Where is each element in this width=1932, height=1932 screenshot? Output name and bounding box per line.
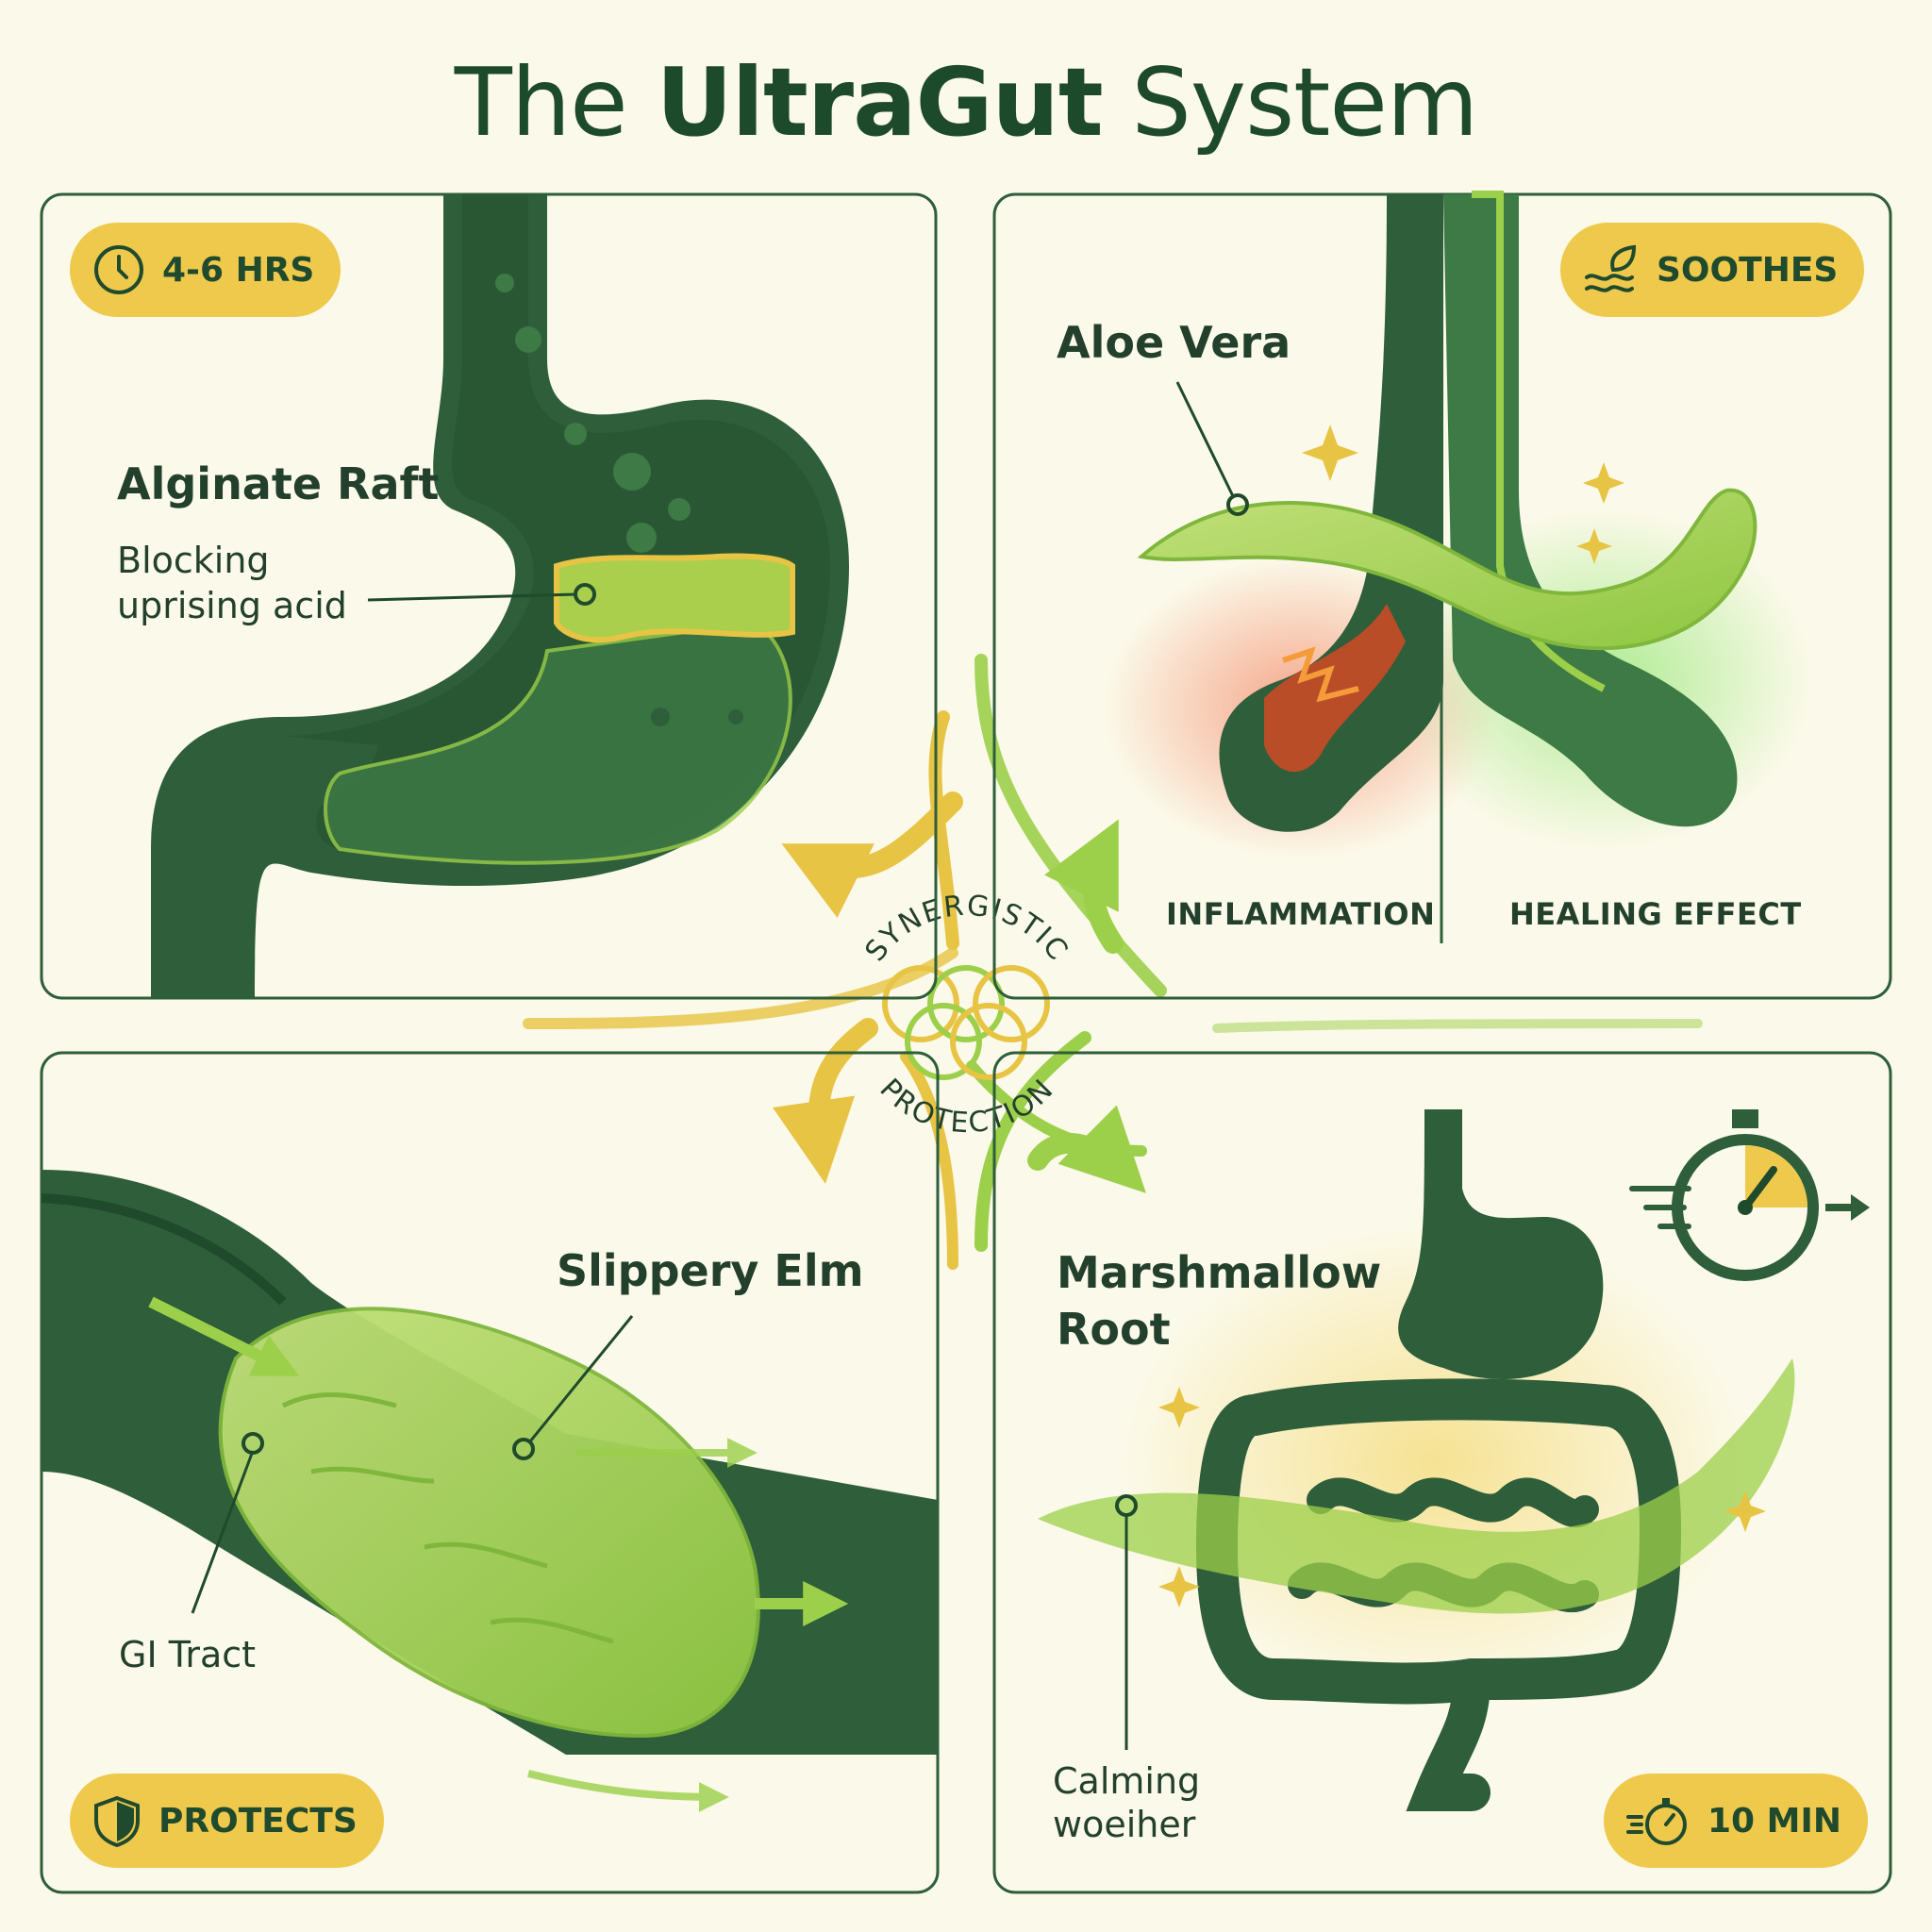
title-post: System — [1102, 47, 1478, 158]
synergy-rings-icon — [882, 965, 1050, 1080]
onset-badge: 10 MIN — [1604, 1774, 1868, 1868]
clock-icon — [94, 245, 143, 294]
slippery-elm-heading: Slippery Elm — [557, 1245, 864, 1296]
big-stopwatch-icon — [1629, 1109, 1870, 1281]
protects-badge: PROTECTS — [70, 1774, 384, 1868]
marshmallow-sub-1: Calming — [1053, 1760, 1201, 1802]
leaf-waves-icon — [1585, 244, 1637, 292]
shield-icon — [94, 1795, 140, 1848]
marshmallow-heading-2: Root — [1057, 1304, 1171, 1355]
slippery-elm-illustration — [41, 1170, 938, 1812]
soothes-badge-label: SOOTHES — [1657, 250, 1839, 290]
alginate-raft-heading: Alginate Raft — [117, 458, 440, 509]
duration-badge-label: 4-6 HRS — [162, 250, 315, 290]
center-top-text: SYNERGISTIC — [858, 890, 1074, 968]
stopwatch-icon — [1626, 1798, 1687, 1845]
duration-badge: 4-6 HRS — [70, 223, 341, 317]
healing-effect-caption: HEALING EFFECT — [1509, 896, 1802, 932]
inflammation-caption: INFLAMMATION — [1166, 896, 1436, 932]
gi-tract-label: GI Tract — [119, 1634, 257, 1675]
alginate-raft-sub-2: uprising acid — [117, 585, 347, 626]
title-pre: The — [454, 47, 657, 158]
protects-badge-label: PROTECTS — [158, 1801, 358, 1840]
title-brand: UltraGut — [656, 47, 1103, 158]
center-bottom-text: PROTECTION — [873, 1073, 1060, 1141]
onset-badge-label: 10 MIN — [1707, 1801, 1841, 1840]
marshmallow-heading-1: Marshmallow — [1057, 1247, 1382, 1298]
page-title: The UltraGut System — [0, 47, 1932, 158]
aloe-vera-illustration — [1104, 191, 1811, 943]
soothes-badge: SOOTHES — [1560, 223, 1865, 317]
marshmallow-sub-2: woeiher — [1053, 1804, 1196, 1845]
marshmallow-root-illustration — [1038, 1109, 1870, 1811]
alginate-raft-sub-1: Blocking — [117, 540, 270, 581]
aloe-vera-heading: Aloe Vera — [1057, 317, 1291, 368]
stomach-alginate-illustration — [151, 194, 849, 998]
